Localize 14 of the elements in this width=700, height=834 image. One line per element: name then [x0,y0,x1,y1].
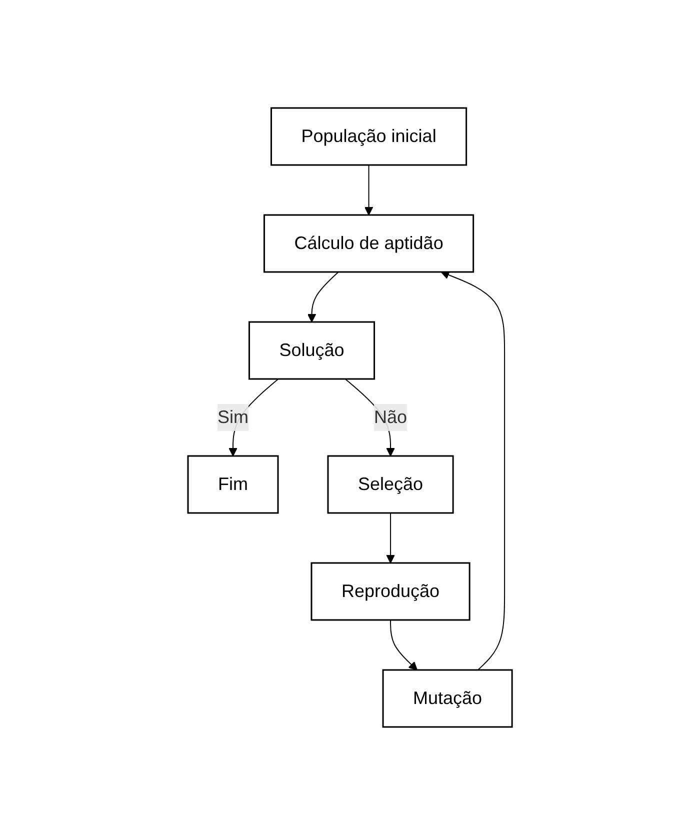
edge-label: Não [374,406,408,426]
arrow [440,270,506,670]
arrow [390,619,418,670]
arrow [364,164,374,215]
node-box: Cálculo de aptidão [263,214,474,272]
node-box: Seleção [327,454,454,514]
edge-label: Sim [217,406,248,426]
node-box: Reprodução [310,562,470,620]
arrow [307,271,339,322]
node-box: Solução [248,320,375,380]
node-box: Fim [187,454,279,514]
arrow [386,512,395,563]
node-box: Mutação [382,668,513,728]
node-box: População inicial [270,106,468,166]
